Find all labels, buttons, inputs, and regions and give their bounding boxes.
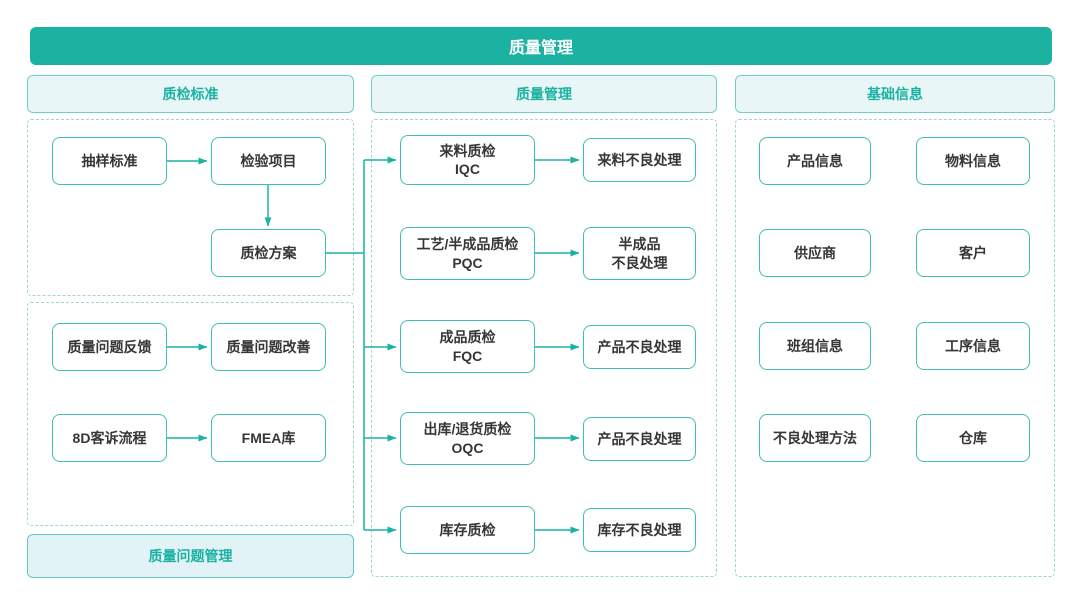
node-product-info-label: 产品信息: [787, 152, 843, 169]
node-issue-feedback-label: 质量问题反馈: [67, 338, 152, 355]
node-pqc: 工艺/半成品质检 PQC: [400, 227, 535, 280]
node-sampling-standard-label: 抽样标准: [81, 152, 138, 169]
node-defect-handling-method: 不良处理方法: [759, 414, 871, 462]
banner-quality-management: 质量管理: [30, 27, 1052, 65]
node-oqc-line2: OQC: [451, 439, 484, 456]
node-fqc-defect-handling: 产品不良处理: [583, 325, 696, 369]
node-process-info: 工序信息: [916, 322, 1030, 370]
node-supplier-label: 供应商: [794, 244, 836, 261]
node-inspection-items: 检验项目: [211, 137, 326, 185]
node-customer-label: 客户: [959, 244, 987, 261]
node-iqc-line2: IQC: [455, 161, 480, 177]
header-basic-info: 基础信息: [735, 75, 1055, 113]
banner-title: 质量管理: [508, 40, 573, 57]
node-stock-defect-handling: 库存不良处理: [583, 508, 696, 552]
header-inspection-standard-label: 质检标准: [162, 86, 219, 102]
node-warehouse: 仓库: [916, 414, 1030, 462]
node-fmea-library: FMEA库: [211, 414, 326, 462]
node-material-info-label: 物料信息: [945, 152, 1001, 169]
node-customer: 客户: [916, 229, 1030, 277]
node-stock-qc-label: 库存质检: [439, 521, 496, 538]
node-iqc-defect-handling: 来料不良处理: [583, 138, 696, 182]
node-pqc-defect-handling-line1: 半成品: [618, 236, 661, 253]
node-supplier: 供应商: [759, 229, 871, 277]
node-pqc-defect-handling: 半成品 不良处理: [583, 227, 696, 280]
node-issue-feedback: 质量问题反馈: [52, 323, 167, 371]
node-fqc: 成品质检 FQC: [400, 320, 535, 373]
header-basic-info-label: 基础信息: [867, 86, 923, 102]
node-team-info-label: 班组信息: [787, 337, 843, 354]
node-team-info: 班组信息: [759, 322, 871, 370]
node-oqc-defect-handling-label: 产品不良处理: [597, 430, 682, 447]
node-8d-complaint-process-label: 8D客诉流程: [72, 429, 147, 446]
node-oqc-defect-handling: 产品不良处理: [583, 417, 696, 461]
node-inspection-items-label: 检验项目: [240, 152, 297, 169]
group-basic-info: [735, 119, 1055, 577]
node-iqc-line1: 来料质检: [439, 142, 496, 159]
node-fqc-line1: 成品质检: [439, 329, 496, 346]
node-pqc-line2: PQC: [452, 254, 483, 271]
group-quality-issue: [27, 302, 354, 526]
node-pqc-line1: 工艺/半成品质检: [416, 236, 519, 253]
header-quality-issue-management-label: 质量问题管理: [148, 548, 233, 564]
node-fmea-library-label: FMEA库: [241, 429, 296, 446]
node-stock-qc: 库存质检: [400, 506, 535, 554]
node-process-info-label: 工序信息: [945, 337, 1001, 354]
node-fqc-defect-handling-label: 产品不良处理: [597, 338, 682, 355]
group-quality-management: [371, 119, 717, 577]
node-stock-defect-handling-label: 库存不良处理: [597, 521, 682, 538]
node-iqc: 来料质检 IQC: [400, 135, 535, 185]
node-issue-improvement-label: 质量问题改善: [226, 338, 311, 355]
node-material-info: 物料信息: [916, 137, 1030, 185]
node-oqc: 出库/退货质检 OQC: [400, 412, 535, 465]
node-iqc-defect-handling-label: 来料不良处理: [597, 151, 682, 168]
node-sampling-standard: 抽样标准: [52, 137, 167, 185]
node-oqc-line1: 出库/退货质检: [423, 421, 512, 438]
node-8d-complaint-process: 8D客诉流程: [52, 414, 167, 462]
node-issue-improvement: 质量问题改善: [211, 323, 326, 371]
node-fqc-line2: FQC: [452, 347, 483, 364]
node-product-info: 产品信息: [759, 137, 871, 185]
node-pqc-defect-handling-line2: 不良处理: [611, 254, 668, 271]
node-defect-handling-method-label: 不良处理方法: [773, 429, 857, 446]
header-quality-management-label: 质量管理: [516, 86, 572, 102]
header-quality-issue-management: 质量问题管理: [27, 534, 354, 578]
node-warehouse-label: 仓库: [959, 429, 987, 446]
node-inspection-plan-label: 质检方案: [240, 244, 297, 261]
header-inspection-standard: 质检标准: [27, 75, 354, 113]
node-inspection-plan: 质检方案: [211, 229, 326, 277]
header-quality-management: 质量管理: [371, 75, 717, 113]
group-inspection-standard: [27, 119, 354, 296]
